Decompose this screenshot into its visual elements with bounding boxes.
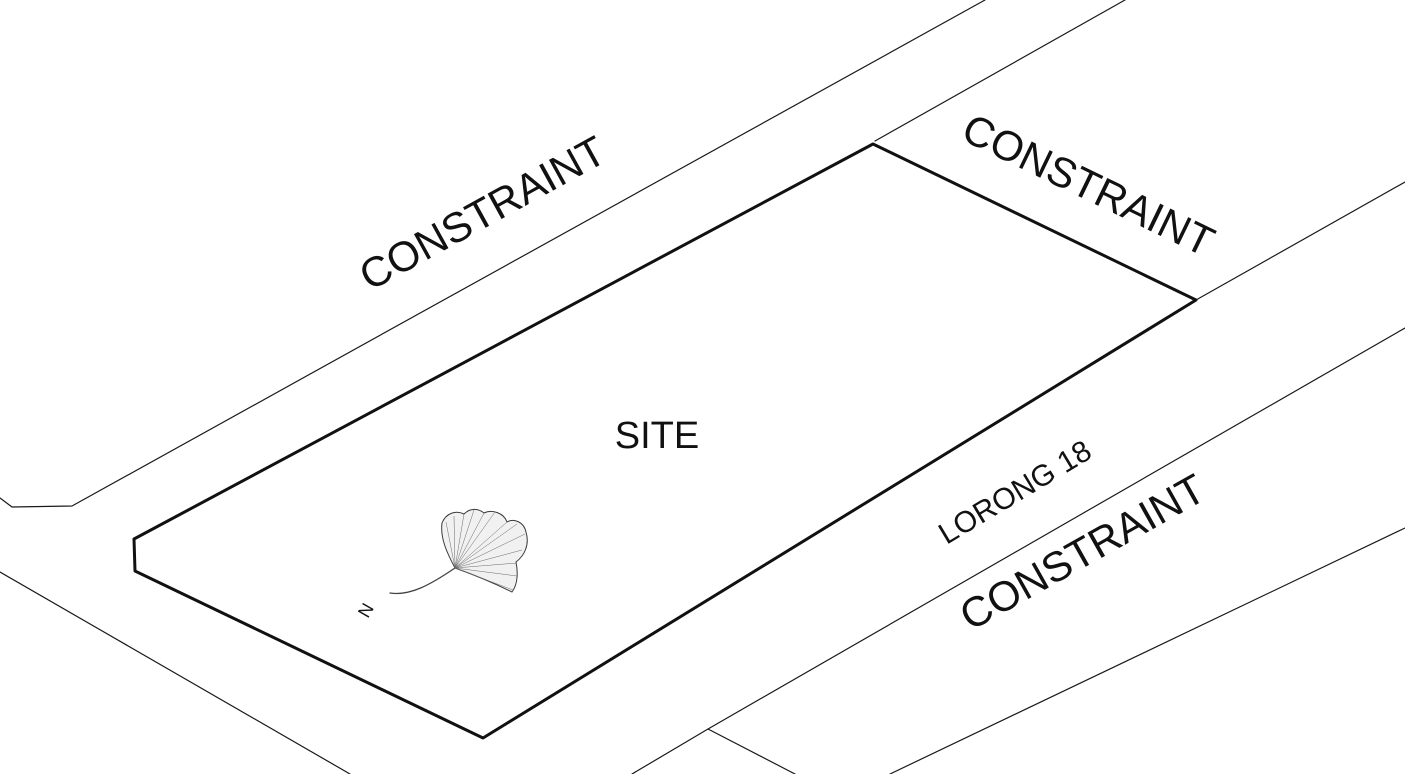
southeast-plot-boundary-c	[889, 527, 1405, 774]
constraint-label-northwest: CONSTRAINT	[351, 127, 613, 300]
constraint-label-northeast: CONSTRAINT	[955, 104, 1221, 265]
southeast-plot-boundary-b	[707, 327, 1405, 730]
west-plot-boundary	[0, 571, 351, 774]
site-boundary	[132, 142, 1198, 740]
ginkgo-leaf-icon: N	[354, 508, 528, 621]
east-plot-boundary	[1195, 181, 1405, 301]
site-label: SITE	[615, 415, 699, 457]
northeast-plot-boundary	[874, 0, 1126, 142]
northwest-plot-boundary	[0, 0, 986, 508]
north-marker: N	[354, 600, 378, 621]
southeast-plot-boundary-a	[631, 728, 796, 774]
